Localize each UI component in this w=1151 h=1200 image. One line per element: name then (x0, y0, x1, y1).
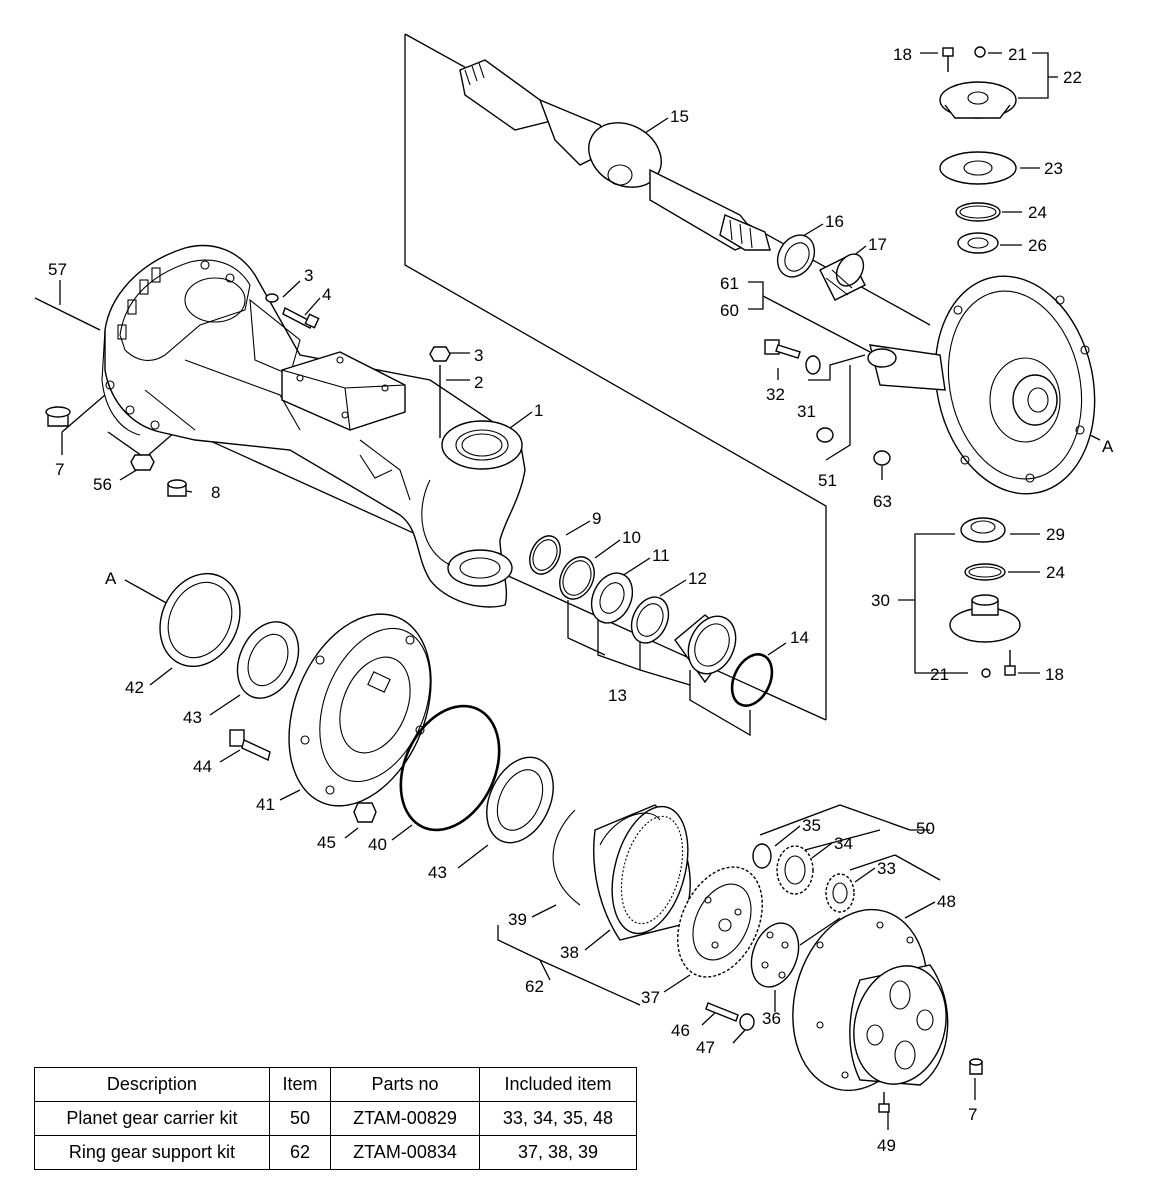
header-parts-no: Parts no (330, 1067, 480, 1102)
label-43-lower: 43 (428, 863, 447, 882)
lower-kingpin-parts (949, 517, 1021, 678)
label-3-top: 3 (304, 266, 313, 285)
label-38: 38 (560, 943, 579, 962)
header-item: Item (268, 1067, 332, 1102)
ring-gear-support (677, 866, 763, 978)
label-56: 56 (93, 475, 112, 494)
label-35: 35 (802, 816, 821, 835)
label-18-top: 18 (893, 45, 912, 64)
label-47: 47 (696, 1038, 715, 1057)
seal-and-bushing (776, 234, 866, 301)
planet-gear-parts (705, 843, 855, 1031)
label-39: 39 (508, 910, 527, 929)
label-18-bottom: 18 (1045, 665, 1064, 684)
reference-a-right: A (1102, 437, 1114, 456)
label-10: 10 (622, 528, 641, 547)
o-ring-40 (399, 704, 501, 832)
label-31: 31 (797, 402, 816, 421)
cell-item: 62 (268, 1135, 332, 1170)
table-row: Planet gear carrier kit 50 ZTAM-00829 33… (34, 1101, 638, 1136)
label-15: 15 (670, 107, 689, 126)
header-included-item: Included item (478, 1067, 638, 1102)
label-60: 60 (720, 301, 739, 320)
cell-included-item: 37, 38, 39 (478, 1135, 638, 1170)
kit-table: Description Item Parts no Included item … (34, 1067, 638, 1170)
label-7-left: 7 (55, 460, 64, 479)
label-21-top: 21 (1008, 45, 1027, 64)
label-33: 33 (877, 859, 896, 878)
label-32: 32 (766, 385, 785, 404)
label-14: 14 (790, 628, 809, 647)
label-12: 12 (688, 569, 707, 588)
cell-parts-no: ZTAM-00829 (330, 1101, 480, 1136)
drive-shaft (459, 59, 771, 251)
label-23: 23 (1044, 159, 1063, 178)
label-16: 16 (825, 212, 844, 231)
label-57: 57 (48, 260, 67, 279)
label-62: 62 (525, 977, 544, 996)
label-3: 3 (474, 346, 483, 365)
label-42: 42 (125, 678, 144, 697)
cell-parts-no: ZTAM-00834 (330, 1135, 480, 1170)
label-34: 34 (834, 834, 853, 853)
kit-table-header: Description Item Parts no Included item (34, 1067, 638, 1102)
label-8: 8 (211, 483, 220, 502)
bearing-stack (529, 535, 774, 707)
cell-included-item: 33, 34, 35, 48 (478, 1101, 638, 1136)
label-22: 22 (1063, 68, 1082, 87)
steering-knuckle (867, 275, 1096, 495)
label-29: 29 (1046, 525, 1065, 544)
label-45: 45 (317, 833, 336, 852)
label-49: 49 (877, 1136, 896, 1155)
cell-description: Ring gear support kit (34, 1135, 270, 1170)
label-50: 50 (916, 819, 935, 838)
label-17: 17 (868, 235, 887, 254)
label-51: 51 (818, 471, 837, 490)
cell-item: 50 (268, 1101, 332, 1136)
label-48: 48 (937, 892, 956, 911)
callout-labels: 1 2 3 3 4 7 7 8 9 10 11 12 13 14 15 16 1… (48, 45, 1114, 1155)
label-30: 30 (871, 591, 890, 610)
label-2: 2 (474, 373, 483, 392)
label-61: 61 (720, 274, 739, 293)
label-1: 1 (534, 401, 543, 420)
label-46: 46 (671, 1021, 690, 1040)
label-37: 37 (641, 988, 660, 1007)
header-description: Description (34, 1067, 270, 1102)
bearing-lower (486, 756, 554, 844)
label-36: 36 (762, 1009, 781, 1028)
wheel-hub (229, 613, 432, 823)
label-7-right: 7 (968, 1105, 977, 1124)
label-9: 9 (592, 509, 601, 528)
planet-carrier (792, 908, 983, 1113)
upper-kingpin-parts (939, 46, 1017, 254)
plug-and-nuts (45, 406, 187, 497)
ring-gear (552, 804, 691, 941)
knuckle-bolts (764, 339, 891, 466)
cell-description: Planet gear carrier kit (34, 1101, 270, 1136)
label-13: 13 (608, 686, 627, 705)
label-11: 11 (652, 546, 670, 565)
axle-housing (34, 244, 526, 608)
label-26: 26 (1028, 236, 1047, 255)
table-row: Ring gear support kit 62 ZTAM-00834 37, … (34, 1135, 638, 1170)
label-41: 41 (256, 795, 275, 814)
seal-and-bearing-left (159, 572, 300, 699)
label-40: 40 (368, 835, 387, 854)
label-4: 4 (322, 285, 331, 304)
label-63: 63 (873, 492, 892, 511)
label-43-left: 43 (183, 708, 202, 727)
label-24-top: 24 (1028, 203, 1047, 222)
label-44: 44 (193, 757, 212, 776)
label-24-bottom: 24 (1046, 563, 1065, 582)
label-21-bottom: 21 (930, 665, 949, 684)
reference-a-left: A (105, 569, 117, 588)
